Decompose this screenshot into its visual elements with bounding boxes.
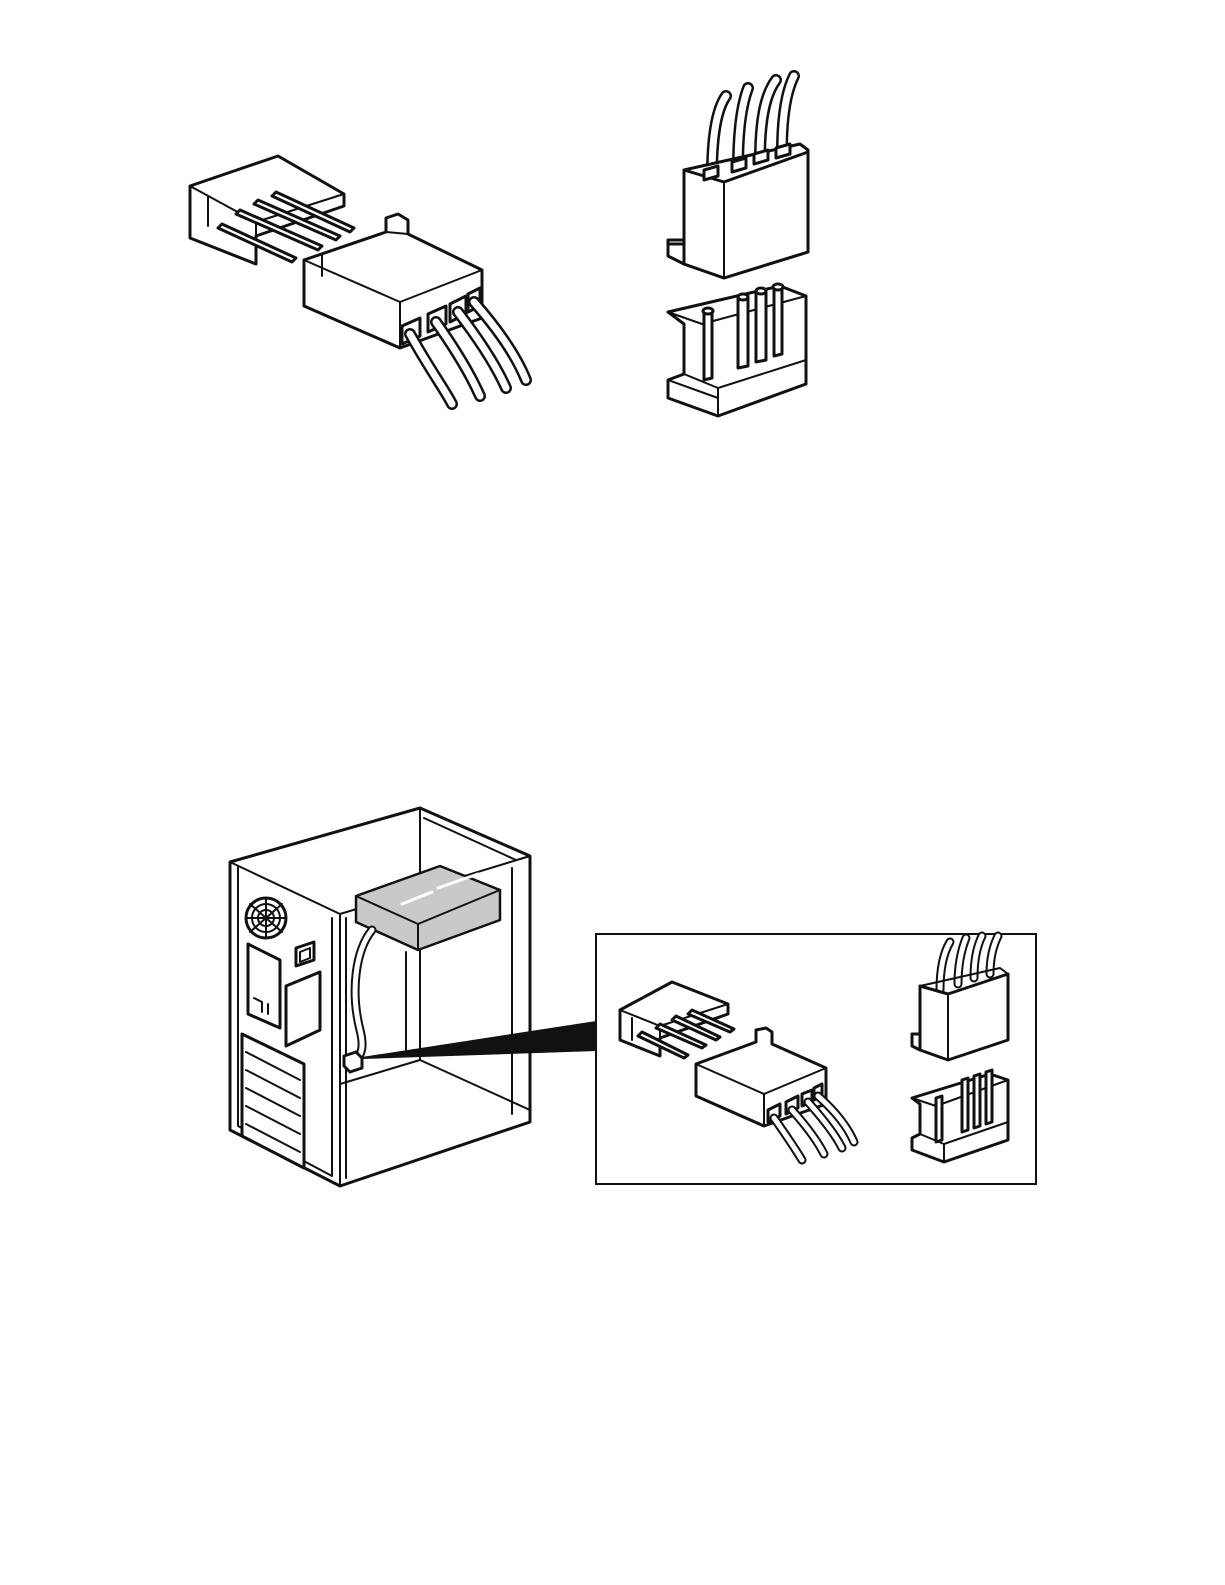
fan-plug-vertical bbox=[668, 144, 808, 278]
pc-chassis bbox=[230, 808, 530, 1186]
power-inlet-icon bbox=[296, 942, 314, 966]
vertical-fan-connector-figure bbox=[668, 76, 808, 416]
horizontal-fan-connector-figure bbox=[190, 156, 526, 404]
callout-inset bbox=[596, 934, 1036, 1184]
pin-header-horizontal bbox=[190, 156, 354, 264]
pin-header-vertical bbox=[668, 284, 806, 416]
chassis-with-connector-callout-figure bbox=[230, 808, 1036, 1186]
rear-fan-grille-icon bbox=[246, 898, 286, 938]
